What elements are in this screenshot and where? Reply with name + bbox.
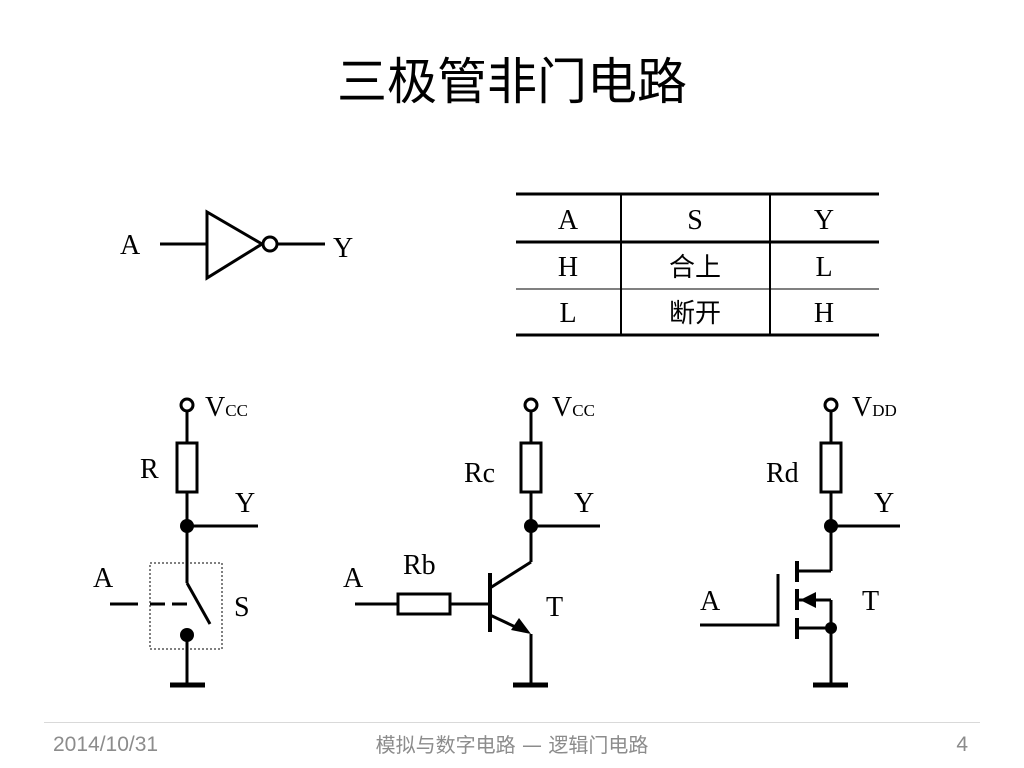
junction-dot [824,519,838,533]
truth-table-cell: 合上 [669,253,721,282]
bjt-circuit [355,397,600,688]
resistor-rc-label: Rc [464,458,495,489]
transistor-t-label: T [862,586,879,617]
switch-blade [185,582,212,625]
gate-output-label: Y [333,233,353,264]
resistor-rb-label: Rb [403,550,436,581]
truth-table-cell: L [815,252,832,283]
truth-table-cell: H [558,252,578,283]
input-a-label: A [93,563,114,594]
vcc-label: VCC [552,392,595,423]
vdd-terminal [823,397,839,413]
input-a-label: A [343,563,364,594]
truth-table-header-a: A [558,205,579,236]
junction-dot [180,519,194,533]
switch-s-label: S [234,592,250,623]
mos-gate [700,574,780,627]
page-number: 4 [956,733,968,756]
transistor-t-label: T [546,592,563,623]
switch-contact-dot [180,628,194,642]
resistor-rb [396,592,452,616]
truth-table [516,192,879,337]
vcc-terminal [523,397,539,413]
mos-arrow [800,592,816,608]
not-gate-symbol [160,209,325,281]
resistor-rd [819,441,843,494]
emitter-arrow [511,618,531,634]
resistor-r [175,441,199,494]
mos-circuit [700,397,900,688]
footer-date: 2014/10/31 [53,733,159,756]
junction-dot [524,519,538,533]
resistor-rc [519,441,543,494]
truth-table-header-s: S [687,205,703,236]
footer-divider [44,722,980,723]
truth-table-header-y: Y [814,205,834,236]
resistor-r-label: R [140,454,159,485]
input-a-label: A [700,586,721,617]
vdd-label: VDD [852,392,897,423]
truth-table-cell: H [814,298,834,329]
output-y-label: Y [235,488,255,519]
gate-input-label: A [120,230,141,261]
output-y-label: Y [874,488,894,519]
vcc-label: VCC [205,392,248,423]
resistor-rd-label: Rd [766,458,799,489]
output-y-label: Y [574,488,594,519]
switch-circuit [110,397,258,688]
footer-course-title: 模拟与数字电路 — 逻辑门电路 [375,733,649,757]
page-title: 三极管非门电路 [337,53,687,111]
truth-table-cell: L [559,298,576,329]
vcc-terminal [179,397,195,413]
junction-dot [825,622,837,634]
switch-box [149,562,223,650]
truth-table-cell: 断开 [669,299,721,328]
